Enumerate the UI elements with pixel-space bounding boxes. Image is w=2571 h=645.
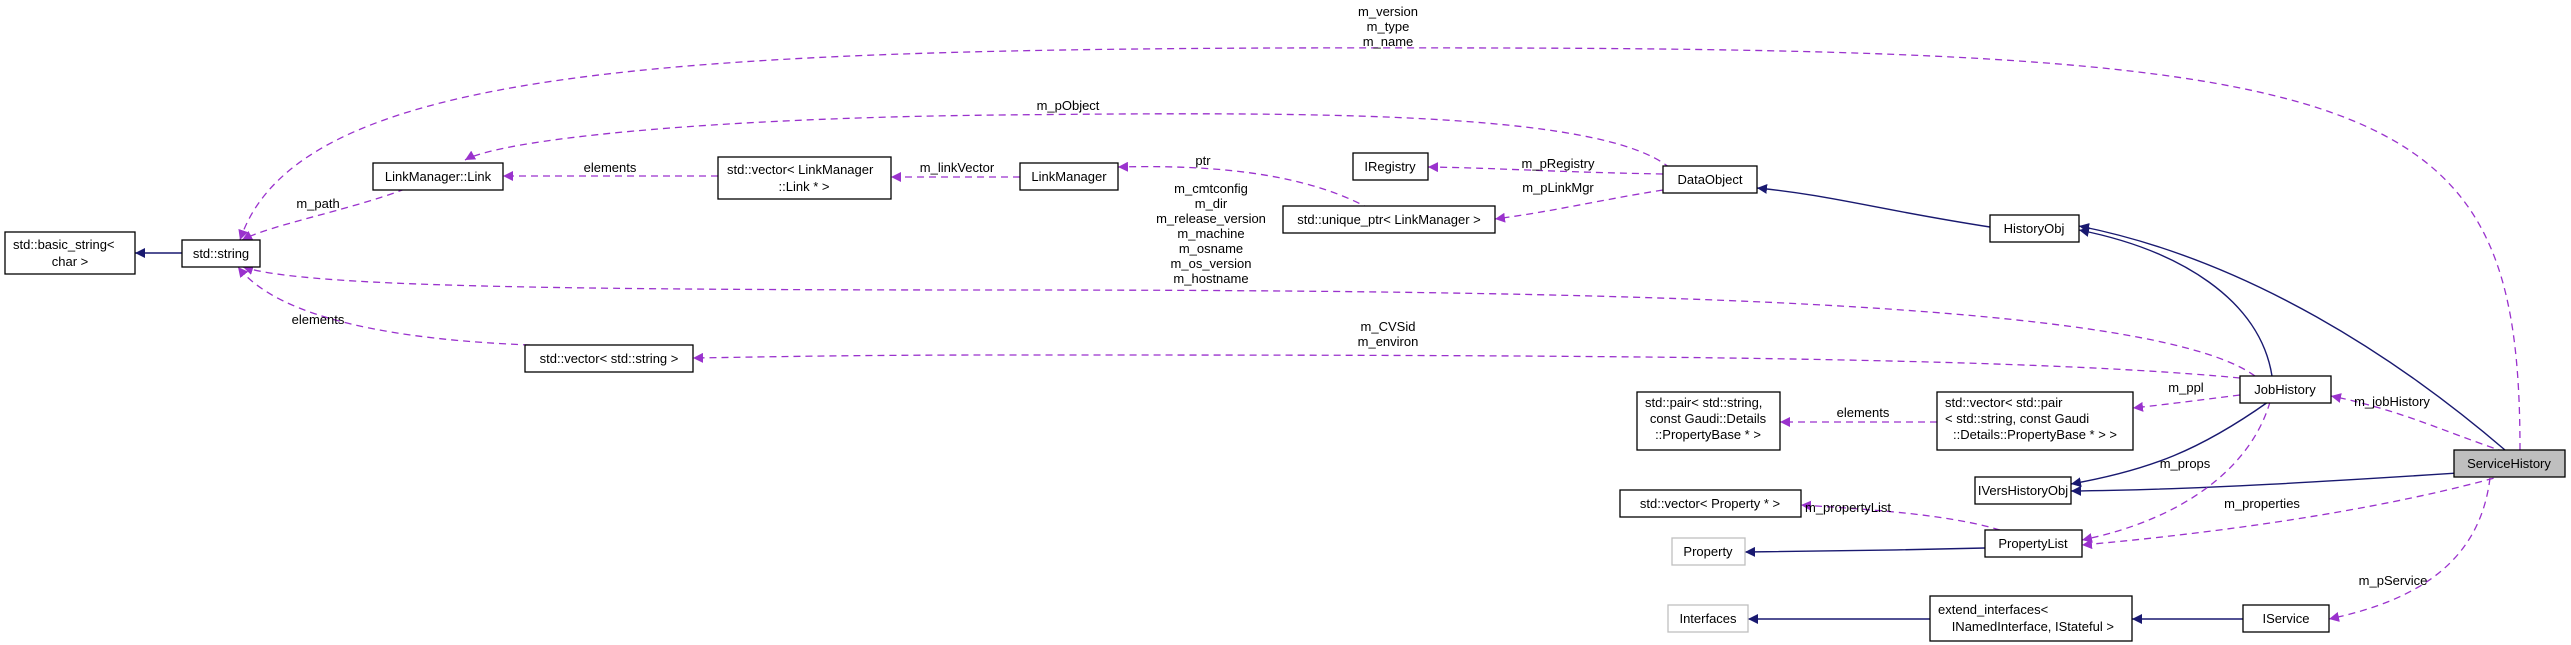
svg-text:std::vector< std::string >: std::vector< std::string > (540, 351, 679, 366)
class-node-iregistry[interactable]: IRegistry (1352, 152, 1429, 181)
svg-text:IVersHistoryObj: IVersHistoryObj (1978, 483, 2068, 498)
edge-label: elements (292, 312, 345, 327)
svg-text:JobHistory: JobHistory (2254, 382, 2316, 397)
svg-text:std::pair< std::string,const G: std::pair< std::string,const Gaudi::Deta… (1645, 395, 1767, 442)
class-node-iverhistoryobj[interactable]: IVersHistoryObj (1974, 476, 2072, 505)
class-node-linkmanager[interactable]: LinkManager (1019, 162, 1119, 191)
edge-label: m_propertyList (1805, 500, 1891, 515)
class-node-extend-interfaces[interactable]: extend_interfaces< INamedInterface, ISta… (1929, 595, 2133, 642)
svg-text:IRegistry: IRegistry (1364, 159, 1416, 174)
edge-label: ptr (1195, 153, 1211, 168)
class-node-servicehistory[interactable]: ServiceHistory (2453, 449, 2566, 478)
edge-dataobject-to-linkmanager-link (464, 113, 1671, 169)
class-node-property[interactable]: Property (1671, 537, 1746, 566)
svg-text:ServiceHistory: ServiceHistory (2467, 456, 2551, 471)
usage-edges (237, 47, 2521, 622)
class-node-vector-pair[interactable]: std::vector< std::pair< std::string, con… (1936, 391, 2134, 451)
edge-jobhistory-to-vector-pair (2132, 394, 2241, 412)
edge-label: m_linkVector (920, 160, 995, 175)
edge-servicehistory-to-jobhistory (2330, 393, 2506, 453)
class-node-propertylist[interactable]: PropertyList (1984, 529, 2083, 558)
svg-text:std::basic_string<char >: std::basic_string<char > (13, 237, 115, 269)
class-node-iservice[interactable]: IService (2242, 604, 2330, 633)
class-node-historyobj[interactable]: HistoryObj (1989, 214, 2080, 243)
edge-label: m_ppl (2168, 380, 2204, 395)
edge-label: m_pObject (1037, 98, 1100, 113)
edge-label: m_jobHistory (2354, 394, 2430, 409)
svg-text:Interfaces: Interfaces (1679, 611, 1737, 626)
svg-text:std::string: std::string (193, 246, 249, 261)
svg-text:PropertyList: PropertyList (1998, 536, 2068, 551)
edge-vector-string-to-string (237, 266, 531, 346)
edge-label: m_pLinkMgr (1522, 180, 1594, 195)
class-node-basic-string[interactable]: std::basic_string<char > (4, 231, 136, 275)
svg-text:LinkManager: LinkManager (1031, 169, 1107, 184)
svg-text:HistoryObj: HistoryObj (2004, 221, 2065, 236)
svg-text:IService: IService (2263, 611, 2310, 626)
edge-label: m_properties (2224, 496, 2300, 511)
edge-dataobject-to-unique (1494, 189, 1664, 223)
edge-label: m_props (2160, 456, 2211, 471)
class-node-unique-ptr[interactable]: std::unique_ptr< LinkManager > (1282, 205, 1496, 234)
edge-jobhistory-to-vector-string (692, 352, 2241, 379)
edge-servicehistory-to-iservice (2328, 477, 2491, 622)
svg-text:extend_interfaces< INamedInter: extend_interfaces< INamedInterface, ISta… (1938, 602, 2114, 634)
edge-propertylist-to-vector-property (1800, 500, 2001, 531)
svg-text:std::unique_ptr< LinkManager >: std::unique_ptr< LinkManager > (1297, 212, 1481, 227)
class-node-interfaces[interactable]: Interfaces (1667, 604, 1749, 633)
edge-jobhistory-to-historyobj (2078, 227, 2273, 377)
class-node-vector-string[interactable]: std::vector< std::string > (524, 344, 694, 373)
edge-label: elements (584, 160, 637, 175)
svg-text:std::vector< Property * >: std::vector< Property * > (1640, 496, 1780, 511)
class-node-vector-link[interactable]: std::vector< LinkManager::Link * > (717, 156, 892, 200)
class-node-pair[interactable]: std::pair< std::string,const Gaudi::Deta… (1636, 391, 1781, 451)
edge-propertylist-to-property (1744, 546, 1986, 557)
class-node-jobhistory[interactable]: JobHistory (2239, 375, 2332, 404)
edge-label: elements (1837, 405, 1890, 420)
edge-label: m_pRegistry (1522, 156, 1595, 171)
class-node-std-string[interactable]: std::string (181, 239, 261, 268)
svg-text:std::vector< LinkManager::Link: std::vector< LinkManager::Link * > (727, 162, 874, 194)
edge-label: m_pService (2359, 573, 2428, 588)
svg-text:LinkManager::Link: LinkManager::Link (385, 169, 492, 184)
class-node-dataobject[interactable]: DataObject (1662, 165, 1758, 194)
edge-historyobj-to-dataobject (1756, 183, 1991, 228)
edge-servicehistory-to-iverhistoryobj (2070, 469, 2506, 496)
nodes: std::basic_string<char > std::string Lin… (4, 152, 2566, 642)
class-node-vector-property[interactable]: std::vector< Property * > (1619, 489, 1802, 518)
svg-text:DataObject: DataObject (1677, 172, 1742, 187)
edge-jobhistory-to-iverhistoryobj (2070, 401, 2269, 488)
inheritance-edges (135, 183, 2506, 624)
edge-servicehistory-to-string (238, 47, 2521, 451)
svg-text:std::vector< std::pair< std::s: std::vector< std::pair< std::string, con… (1945, 395, 2117, 442)
svg-text:Property: Property (1683, 544, 1733, 559)
edge-servicehistory-to-propertylist (2081, 474, 2506, 550)
edge-link-to-string (241, 188, 406, 241)
edge-jobhistory-to-propertylist (2081, 401, 2271, 543)
edge-servicehistory-to-historyobj (2078, 223, 2506, 451)
class-node-linkmanager-link[interactable]: LinkManager::Link (372, 162, 504, 191)
edge-dataobject-to-iregistry (1427, 162, 1664, 175)
edge-label: m_path (296, 196, 339, 211)
